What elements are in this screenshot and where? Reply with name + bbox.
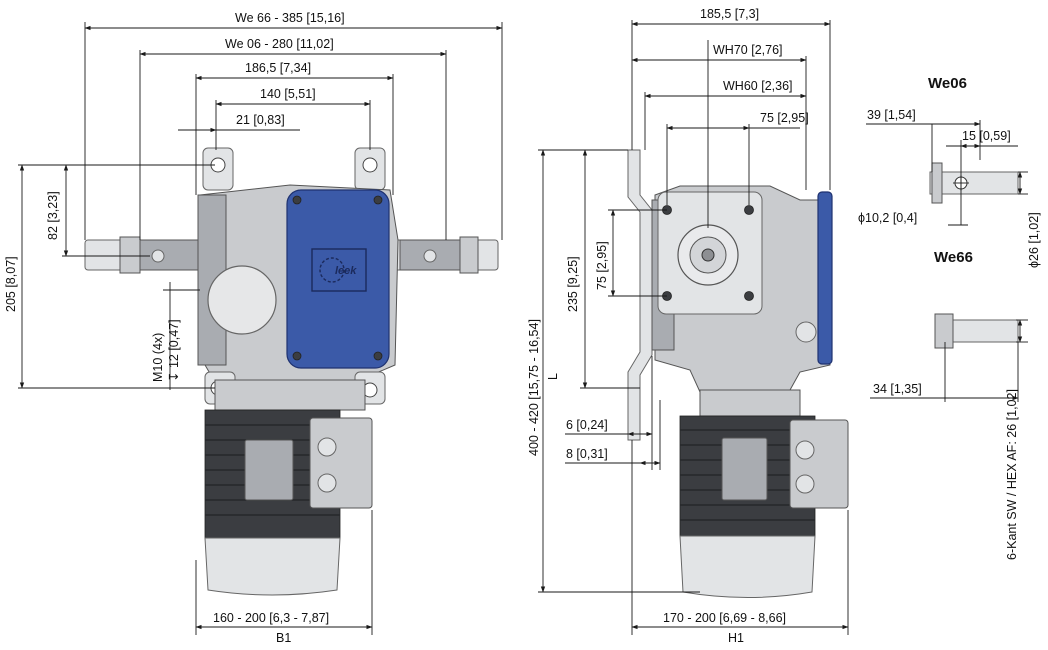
dim-we66-385: We 66 - 385: [235, 11, 303, 25]
dim-6: 6: [566, 418, 573, 432]
dim-8: 8: [566, 447, 573, 461]
dim-235: 235: [566, 291, 580, 312]
dim-phi-26: ϕ26: [1027, 247, 1041, 268]
svg-text:400 - 420 [15,75 - 16,54]: 400 - 420 [15,75 - 16,54]: [527, 319, 541, 456]
svg-text:8 [0,31]: 8 [0,31]: [566, 447, 608, 461]
dim-185-5: 185,5: [700, 7, 731, 21]
dim-wh60: WH60: [723, 79, 758, 93]
dim-15: 15: [962, 129, 976, 143]
svg-text:↧ 12 [0,47]: ↧ 12 [0,47]: [167, 319, 181, 382]
svg-text:WH60 [2,36]: WH60 [2,36]: [723, 79, 793, 93]
cover-plate: [286, 189, 390, 369]
dimension-labels: We 66 - 385 [15,16] We 06 - 280 [11,02] …: [4, 7, 1041, 645]
svg-text:We 66 - 385 [15,16]: We 66 - 385 [15,16]: [235, 11, 345, 25]
svg-text:15 [0,59]: 15 [0,59]: [962, 129, 1011, 143]
dim-hex: 6-Kant SW / HEX AF: 26: [1005, 424, 1019, 560]
dim-b1: B1: [276, 631, 291, 645]
svg-text:ϕ10,2 [0,4]: ϕ10,2 [0,4]: [858, 211, 917, 225]
we66-title: We66: [934, 249, 973, 266]
svg-text:WH70 [2,76]: WH70 [2,76]: [713, 43, 783, 57]
svg-text:75 [2,95]: 75 [2,95]: [760, 111, 809, 125]
svg-text:140 [5,51]: 140 [5,51]: [260, 87, 316, 101]
inspection-cap: [207, 265, 277, 335]
dim-21: 21: [236, 113, 250, 127]
dim-we06-280: We 06 - 280: [225, 37, 293, 51]
dim-34: 34: [873, 382, 887, 396]
dimension-lines: [18, 20, 1028, 635]
svg-text:We 06 - 280 [11,02]: We 06 - 280 [11,02]: [225, 37, 334, 51]
we06-title: We06: [928, 75, 967, 92]
torque-arm: [627, 149, 653, 441]
svg-text:39 [1,54]: 39 [1,54]: [867, 108, 916, 122]
svg-text:34 [1,35]: 34 [1,35]: [873, 382, 922, 396]
dim-140: 140: [260, 87, 281, 101]
dim-75-vertical: 75: [595, 276, 609, 290]
svg-text:186,5 [7,34]: 186,5 [7,34]: [245, 61, 311, 75]
fan-cover: [204, 537, 341, 596]
dim-186-5: 186,5: [245, 61, 276, 75]
dim-170-200: 170 - 200: [663, 611, 716, 625]
we06-detail: [929, 162, 1019, 204]
svg-text:75 [2,95]: 75 [2,95]: [595, 241, 609, 290]
terminal-box: [309, 417, 373, 509]
svg-text:ϕ26 [1,02]: ϕ26 [1,02]: [1027, 212, 1041, 268]
dim-82: 82: [46, 226, 60, 240]
logo-badge: [311, 248, 367, 292]
we66-detail: [934, 313, 1019, 349]
dim-75-horizontal: 75: [760, 111, 774, 125]
dim-m10: M10 (4x): [151, 333, 165, 382]
svg-text:6 [0,24]: 6 [0,24]: [566, 418, 608, 432]
svg-text:21 [0,83]: 21 [0,83]: [236, 113, 285, 127]
dim-phi-10-2: ϕ10,2: [858, 211, 889, 225]
dim-39: 39: [867, 108, 881, 122]
dim-h1: H1: [728, 631, 744, 645]
logo-text: leek: [335, 265, 357, 277]
svg-text:235 [9,25]: 235 [9,25]: [566, 256, 580, 312]
svg-text:160 - 200 [6,3 - 7,87]: 160 - 200 [6,3 - 7,87]: [213, 611, 329, 625]
front-view: leek: [84, 147, 499, 596]
dim-400-420: 400 - 420: [527, 403, 541, 456]
svg-text:170 - 200 [6,69 - 8,66]: 170 - 200 [6,69 - 8,66]: [663, 611, 786, 625]
svg-text:6-Kant SW / HEX AF: 26 [1,02]: 6-Kant SW / HEX AF: 26 [1,02]: [1005, 389, 1019, 560]
motor-flange: [214, 379, 366, 411]
dim-wh70: WH70: [713, 43, 748, 57]
dim-l: L: [546, 373, 560, 380]
svg-text:185,5 [7,3]: 185,5 [7,3]: [700, 7, 759, 21]
svg-text:205 [8,07]: 205 [8,07]: [4, 256, 18, 312]
dim-205: 205: [4, 291, 18, 312]
dim-160-200: 160 - 200: [213, 611, 266, 625]
svg-text:82 [3,23]: 82 [3,23]: [46, 191, 60, 240]
dim-depth-12: ↧ 12: [167, 354, 181, 382]
side-view: [627, 149, 849, 598]
